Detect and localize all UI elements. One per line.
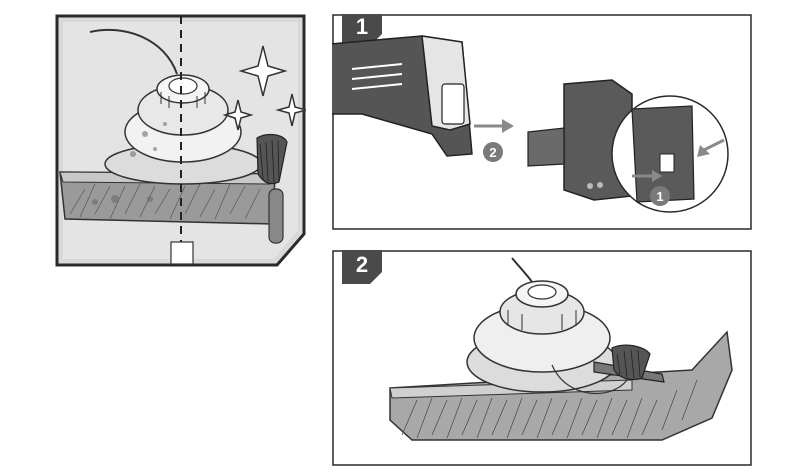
trimmer-handle xyxy=(332,35,473,157)
step2-panel: 2 xyxy=(332,250,752,466)
cleaning-brush-icon xyxy=(593,344,665,383)
grass-texture xyxy=(69,183,261,220)
step1-panel: 1 2 xyxy=(332,14,752,230)
callout-1-number: 1 xyxy=(656,189,663,204)
step2-badge-number: 2 xyxy=(356,252,368,277)
grass-texture xyxy=(401,379,698,439)
step2-illustration: 2 xyxy=(332,250,752,466)
debris xyxy=(92,122,167,205)
overview-panel xyxy=(55,14,306,267)
step1-badge: 1 xyxy=(342,14,382,46)
step2-badge: 2 xyxy=(342,250,382,284)
callout-2-number: 2 xyxy=(489,145,496,160)
cleaning-brush-icon xyxy=(256,133,288,244)
step1-illustration: 1 2 xyxy=(332,14,752,230)
sparkle-icon xyxy=(222,45,306,131)
zoom-detail xyxy=(611,95,729,213)
callout-2: 2 xyxy=(483,142,503,162)
step1-badge-number: 1 xyxy=(356,14,368,39)
callout-1: 1 xyxy=(650,186,670,206)
overview-illustration xyxy=(55,14,306,267)
